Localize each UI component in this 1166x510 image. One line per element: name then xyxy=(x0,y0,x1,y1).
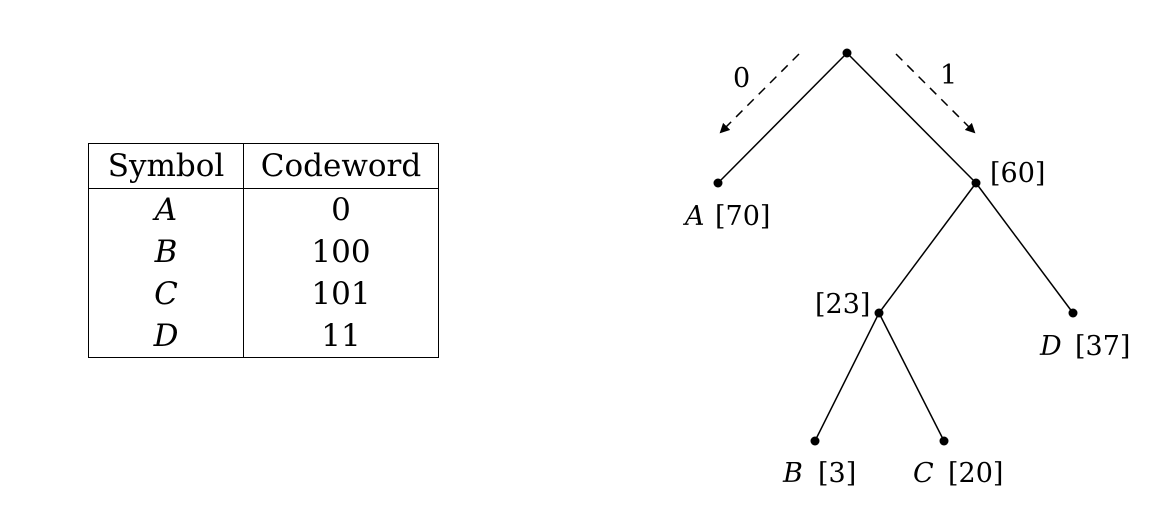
header-symbol: Symbol xyxy=(88,143,244,189)
table-row: A 0 xyxy=(88,188,439,231)
node-60 xyxy=(971,178,981,188)
edge-n23-C xyxy=(878,312,945,442)
symbol-cell: D xyxy=(88,315,244,358)
root-node xyxy=(842,48,852,58)
table-row: D 11 xyxy=(88,315,439,358)
node-60-weight: [60] xyxy=(990,158,1045,189)
node-B-weight: [3] xyxy=(818,458,856,489)
node-23-weight: [23] xyxy=(815,289,870,320)
right-branch-arrow xyxy=(895,53,976,134)
symbol-cell: A xyxy=(88,188,244,231)
edge-n23-B xyxy=(814,312,880,442)
edge-label-1: 1 xyxy=(940,60,957,91)
node-23 xyxy=(874,308,884,318)
codeword-table: Symbol Codeword A 0 B 100 C 101 D 11 xyxy=(88,143,439,358)
node-C-weight: [20] xyxy=(948,458,1003,489)
edge-root-n60 xyxy=(846,52,977,184)
codeword-cell: 100 xyxy=(311,234,371,270)
table-row: C 101 xyxy=(88,273,439,315)
codeword-table-container: Symbol Codeword A 0 B 100 C 101 D 11 xyxy=(88,143,439,358)
node-A-symbol: A xyxy=(682,201,705,232)
codeword-cell: 0 xyxy=(331,192,351,228)
node-D-weight: [37] xyxy=(1075,331,1130,362)
symbol-cell: B xyxy=(88,231,244,273)
node-C xyxy=(939,436,949,446)
edge-n60-n23 xyxy=(878,182,977,314)
node-C-symbol: C xyxy=(913,458,934,489)
node-B xyxy=(810,436,820,446)
header-codeword: Codeword xyxy=(243,143,439,189)
node-A xyxy=(713,178,723,188)
node-D xyxy=(1068,308,1078,318)
node-D-symbol: D xyxy=(1039,331,1062,362)
edge-n60-D xyxy=(975,182,1074,314)
table-header-row: Symbol Codeword xyxy=(88,143,439,189)
node-B-symbol: B xyxy=(782,458,803,489)
node-A-weight: [70] xyxy=(715,201,770,232)
edge-label-0: 0 xyxy=(733,63,750,94)
codeword-cell: 11 xyxy=(321,318,361,354)
edge-root-A xyxy=(717,52,848,184)
codeword-cell: 101 xyxy=(311,276,371,312)
left-branch-arrow xyxy=(719,53,800,134)
symbol-cell: C xyxy=(88,273,244,315)
table-row: B 100 xyxy=(88,231,439,273)
